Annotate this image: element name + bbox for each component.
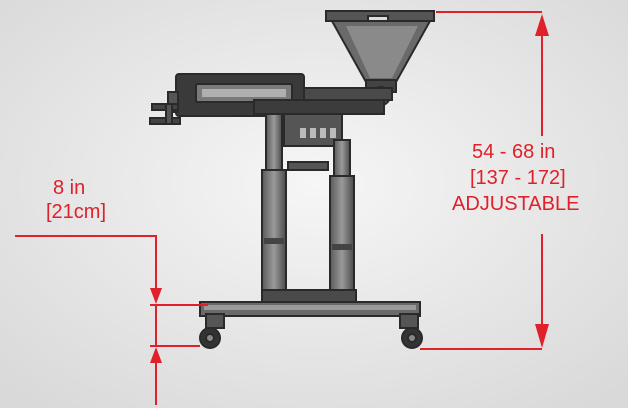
left-dimension-label-line1: 8 in [53, 177, 86, 199]
machine [149, 10, 435, 349]
left-handle [149, 103, 181, 125]
left-leader-top [15, 235, 157, 290]
base [199, 289, 421, 329]
right-dimension-label-line2: [137 - 172] [470, 167, 566, 189]
right-arrow-down [535, 324, 549, 348]
casters [199, 327, 423, 349]
right-arrow-up [535, 14, 549, 36]
right-dimension-label-line3: ADJUSTABLE [452, 193, 580, 215]
left-dimension-label-line2: [21cm] [46, 201, 107, 223]
right-dimension-label-line1: 54 - 68 in [472, 141, 556, 163]
left-arrow-down [150, 288, 162, 304]
feed-arm [299, 87, 393, 101]
table-top [253, 99, 385, 115]
control-box [283, 113, 343, 147]
left-arrow-up [150, 347, 162, 363]
columns [261, 113, 355, 303]
dimension-lines [15, 11, 549, 405]
